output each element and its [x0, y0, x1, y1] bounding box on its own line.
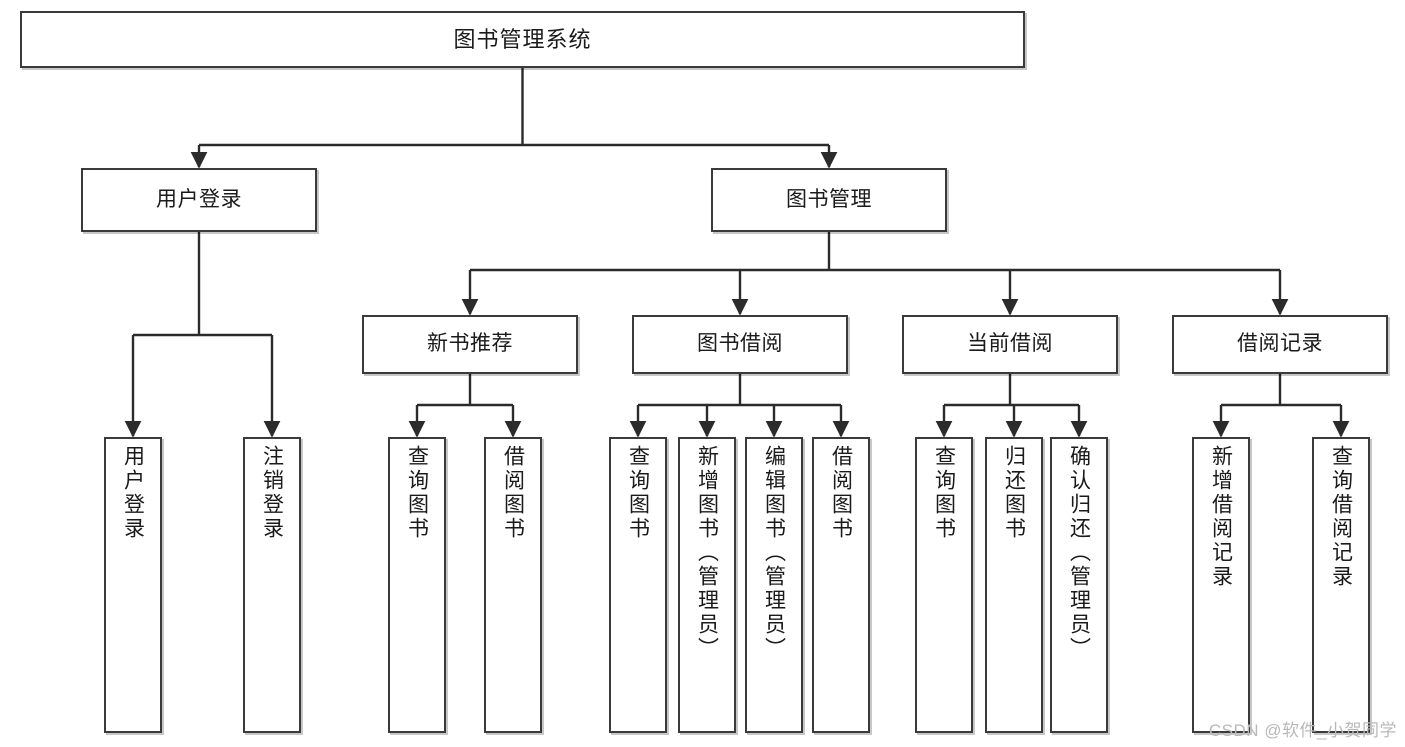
node-root-label: 图书管理系统: [453, 26, 592, 52]
node-leaf-user-login[interactable]: 用户登录: [104, 437, 162, 733]
node-book-borrow[interactable]: 图书借阅: [632, 315, 848, 374]
node-book-manage[interactable]: 图书管理: [711, 168, 947, 232]
node-leaf-user-logout[interactable]: 注销登录: [243, 437, 301, 733]
node-leaf-borrow-book-1[interactable]: 借阅图书: [484, 437, 542, 733]
node-new-book-recommend-label: 新书推荐: [427, 332, 513, 356]
node-leaf-edit-book-label: 编辑图书（管理员）: [762, 445, 786, 661]
node-leaf-borrow-book-2[interactable]: 借阅图书: [812, 437, 870, 733]
node-leaf-return-book[interactable]: 归还图书: [985, 437, 1043, 733]
node-leaf-query-record-label: 查询借阅记录: [1329, 445, 1353, 589]
node-book-borrow-label: 图书借阅: [697, 332, 783, 356]
node-root[interactable]: 图书管理系统: [20, 11, 1025, 68]
node-leaf-query-book-1-label: 查询图书: [405, 445, 429, 541]
watermark-text: CSDN @软件_小贺同学: [1208, 721, 1397, 740]
node-new-book-recommend[interactable]: 新书推荐: [362, 315, 578, 374]
node-leaf-borrow-book-1-label: 借阅图书: [501, 445, 525, 541]
node-leaf-add-book[interactable]: 新增图书（管理员）: [678, 437, 736, 733]
node-leaf-query-record[interactable]: 查询借阅记录: [1312, 437, 1370, 733]
node-leaf-edit-book[interactable]: 编辑图书（管理员）: [745, 437, 803, 733]
node-book-manage-label: 图书管理: [786, 187, 872, 211]
node-leaf-confirm-return-label: 确认归还（管理员）: [1067, 445, 1091, 661]
node-leaf-query-book-1[interactable]: 查询图书: [388, 437, 446, 733]
node-user-login-label: 用户登录: [156, 187, 242, 211]
node-leaf-user-login-label: 用户登录: [121, 445, 145, 541]
node-leaf-user-logout-label: 注销登录: [260, 445, 284, 541]
node-leaf-add-record[interactable]: 新增借阅记录: [1192, 437, 1250, 733]
node-leaf-borrow-book-2-label: 借阅图书: [829, 445, 853, 541]
node-current-borrow-label: 当前借阅: [967, 332, 1053, 356]
node-leaf-query-book-3[interactable]: 查询图书: [915, 437, 973, 733]
node-leaf-add-record-label: 新增借阅记录: [1209, 445, 1233, 589]
node-leaf-return-book-label: 归还图书: [1002, 445, 1026, 541]
node-leaf-query-book-2-label: 查询图书: [626, 445, 650, 541]
node-leaf-query-book-2[interactable]: 查询图书: [609, 437, 667, 733]
node-leaf-confirm-return[interactable]: 确认归还（管理员）: [1050, 437, 1108, 733]
node-leaf-query-book-3-label: 查询图书: [932, 445, 956, 541]
node-user-login[interactable]: 用户登录: [81, 168, 317, 232]
node-current-borrow[interactable]: 当前借阅: [902, 315, 1118, 374]
node-borrow-record-label: 借阅记录: [1237, 332, 1323, 356]
node-borrow-record[interactable]: 借阅记录: [1172, 315, 1388, 374]
node-leaf-add-book-label: 新增图书（管理员）: [695, 445, 719, 661]
